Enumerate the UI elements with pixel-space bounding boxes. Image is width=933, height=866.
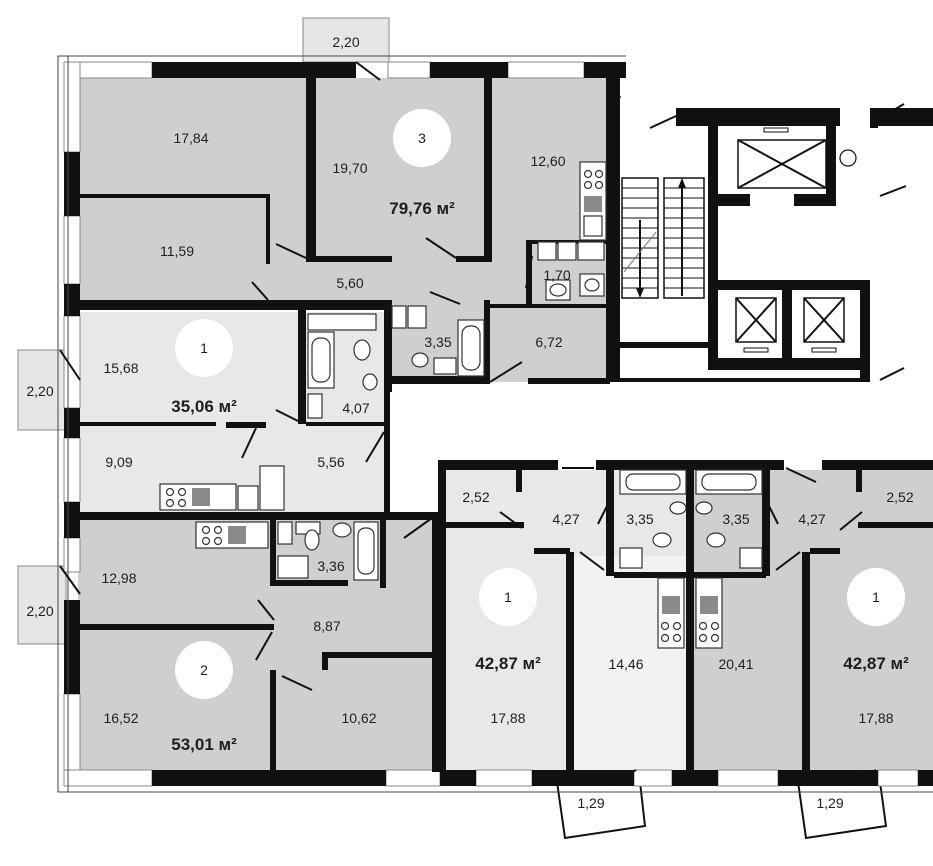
balcony-area: 1,29 (577, 795, 604, 811)
room-area: 3,36 (317, 558, 344, 574)
apartment-areas: 79,76 м² 35,06 м² 53,01 м² 42,87 м² 42,8… (171, 199, 909, 754)
room-area: 20,41 (718, 656, 753, 672)
room-area: 4,27 (798, 511, 825, 527)
room-area: 1,70 (543, 267, 570, 283)
area-apt-1a: 35,06 м² (171, 397, 237, 416)
room-area: 5,56 (317, 454, 344, 470)
balcony-area: 2,20 (26, 603, 53, 619)
area-apt-2: 53,01 м² (171, 735, 237, 754)
badge-apt-2[interactable] (175, 641, 233, 699)
room-areas: 17,84 19,70 12,60 11,59 5,60 1,70 3,35 6… (101, 130, 913, 726)
balcony-top[interactable] (302, 17, 390, 63)
room-area: 3,35 (424, 334, 451, 350)
balcony-area: 2,20 (332, 34, 359, 50)
room-area: 5,60 (336, 275, 363, 291)
floor-fills (78, 78, 933, 770)
balcony-areas: 2,20 2,20 2,20 1,29 1,29 (26, 34, 843, 811)
room-area: 4,07 (342, 400, 369, 416)
area-apt-3: 79,76 м² (389, 199, 455, 218)
room-area: 4,27 (552, 511, 579, 527)
badge-apt-1c-rooms: 1 (872, 589, 880, 605)
fixtures (159, 161, 763, 649)
room-area: 3,35 (626, 511, 653, 527)
badge-apt-1b[interactable] (479, 568, 537, 626)
room-area: 19,70 (332, 160, 367, 176)
badge-apt-1b-rooms: 1 (504, 589, 512, 605)
room-area: 17,88 (858, 710, 893, 726)
room-area: 9,09 (105, 454, 132, 470)
area-apt-1b: 42,87 м² (475, 654, 541, 673)
room-area: 2,52 (462, 489, 489, 505)
doors (59, 61, 907, 785)
balcony-area: 2,20 (26, 383, 53, 399)
stairs (621, 177, 705, 299)
room-area: 2,52 (886, 489, 913, 505)
badge-apt-1a[interactable] (175, 319, 233, 377)
badge-apt-2-rooms: 2 (200, 662, 208, 678)
room-area: 12,60 (530, 153, 565, 169)
badge-apt-3-rooms: 3 (418, 130, 426, 146)
apartment-badges: 3 1 2 1 1 (175, 109, 905, 699)
badge-apt-1a-rooms: 1 (200, 340, 208, 356)
room-area: 8,87 (313, 618, 340, 634)
balcony-area: 1,29 (816, 795, 843, 811)
room-area: 17,88 (490, 710, 525, 726)
room-area: 12,98 (101, 570, 136, 586)
badge-apt-1c[interactable] (847, 568, 905, 626)
elevators (735, 127, 857, 353)
room-area: 17,84 (173, 130, 208, 146)
room-area: 16,52 (103, 710, 138, 726)
room-area: 14,46 (608, 656, 643, 672)
room-area: 15,68 (103, 360, 138, 376)
badge-apt-3[interactable] (393, 109, 451, 167)
room-area: 11,59 (160, 243, 194, 259)
room-area: 6,72 (535, 334, 562, 350)
room-area: 3,35 (722, 511, 749, 527)
room-area: 10,62 (341, 710, 376, 726)
area-apt-1c: 42,87 м² (843, 654, 909, 673)
